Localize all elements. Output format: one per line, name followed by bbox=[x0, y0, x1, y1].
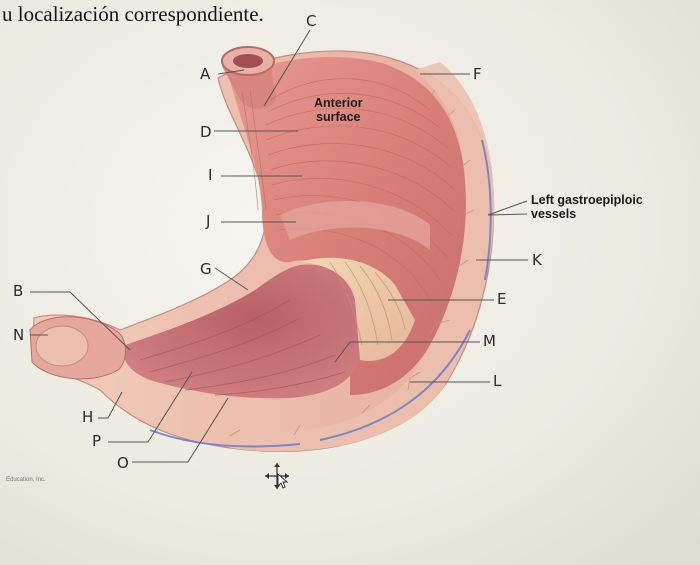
label-left-gastroepiploic-line1: Left gastroepiploic bbox=[531, 193, 643, 207]
mucosa-rugae bbox=[300, 257, 415, 361]
label-D: D bbox=[200, 123, 212, 141]
muscle-striations bbox=[241, 78, 456, 301]
greater-curvature-band bbox=[230, 62, 495, 452]
label-left-gastroepiploic-vessels: Left gastroepiploic vessels bbox=[531, 193, 643, 221]
leader-gastroepiploic bbox=[487, 200, 528, 216]
label-B: B bbox=[13, 282, 24, 300]
leader-lines bbox=[30, 29, 528, 463]
label-anterior-surface-line1: Anterior bbox=[314, 96, 363, 110]
lining-folds bbox=[139, 299, 346, 396]
label-anterior-surface-line2: surface bbox=[316, 110, 361, 124]
leader-A bbox=[217, 69, 245, 75]
leader-G bbox=[214, 267, 249, 291]
label-M: M bbox=[483, 332, 496, 350]
label-H: H bbox=[82, 408, 94, 426]
leader-M bbox=[334, 341, 480, 363]
label-A: A bbox=[200, 65, 211, 83]
label-L: L bbox=[493, 372, 502, 390]
publisher-credit: Education, Inc. bbox=[6, 477, 46, 483]
gastric-lining bbox=[123, 264, 360, 399]
label-O: O bbox=[117, 454, 129, 472]
gastroepiploic-vessels bbox=[149, 139, 492, 448]
rugae-folds bbox=[329, 261, 406, 346]
label-left-gastroepiploic-line2: vessels bbox=[531, 207, 577, 221]
label-P: P bbox=[92, 432, 102, 450]
move-cursor-icon bbox=[265, 463, 289, 489]
small-vessels bbox=[229, 89, 475, 437]
label-I: I bbox=[208, 166, 213, 184]
label-N: N bbox=[13, 326, 25, 344]
label-J: J bbox=[206, 212, 211, 230]
label-K: K bbox=[532, 251, 542, 269]
label-anterior-surface: Anterior surface bbox=[314, 96, 363, 124]
instruction-text: u localización correspondiente. bbox=[2, 2, 264, 26]
label-G: G bbox=[200, 260, 212, 278]
leader-O bbox=[132, 397, 229, 463]
leader-C bbox=[263, 29, 311, 107]
leader-B bbox=[30, 291, 131, 351]
label-C: C bbox=[306, 12, 317, 30]
label-F: F bbox=[473, 65, 482, 83]
label-E: E bbox=[497, 290, 507, 308]
leader-P bbox=[108, 371, 193, 443]
leader-H bbox=[98, 391, 123, 419]
oblique-muscle-band bbox=[280, 201, 430, 250]
